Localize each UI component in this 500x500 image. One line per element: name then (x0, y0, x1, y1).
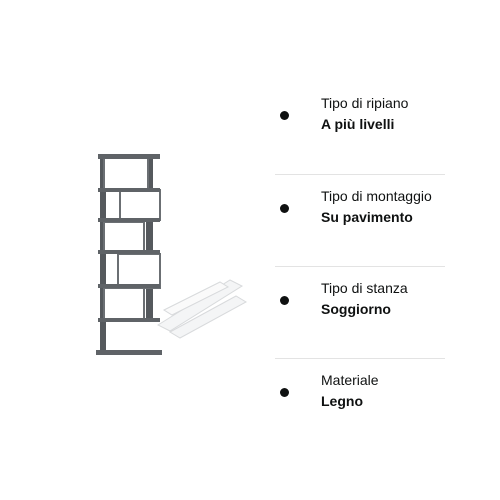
attribute-value: Soggiorno (321, 301, 391, 317)
product-image-bookshelf (80, 140, 260, 370)
attribute-label: Tipo di ripiano (321, 95, 409, 111)
bullet-icon (280, 204, 289, 213)
attribute-shelf-type: Tipo di ripiano A più livelli (275, 82, 445, 174)
bullet-icon (280, 388, 289, 397)
attribute-material: Materiale Legno (275, 358, 445, 450)
attribute-mounting-type: Tipo di montaggio Su pavimento (275, 174, 445, 266)
attribute-label: Tipo di stanza (321, 280, 408, 296)
attribute-room-type: Tipo di stanza Soggiorno (275, 266, 445, 358)
attribute-label: Tipo di montaggio (321, 188, 432, 204)
bullet-icon (280, 296, 289, 305)
attribute-value: A più livelli (321, 116, 395, 132)
shelf-shadow (156, 279, 248, 339)
shelf-boards (96, 154, 162, 355)
bullet-icon (280, 111, 289, 120)
attribute-value: Legno (321, 393, 363, 409)
attribute-label: Materiale (321, 372, 379, 388)
attribute-value: Su pavimento (321, 209, 413, 225)
product-attributes-list: Tipo di ripiano A più livelli Tipo di mo… (275, 82, 445, 450)
bookshelf-illustration (96, 154, 248, 355)
